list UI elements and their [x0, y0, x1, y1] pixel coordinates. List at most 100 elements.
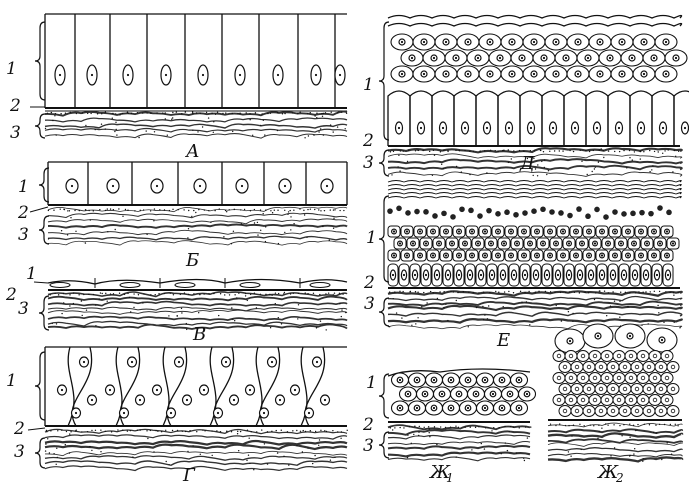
fiber-dot — [307, 447, 309, 449]
fiber-dot — [297, 304, 300, 306]
basement-stipple — [503, 149, 505, 151]
panel-d-columnar-cell — [497, 90, 521, 146]
basement-stipple — [538, 290, 540, 293]
basement-stipple — [54, 292, 56, 294]
basement-stipple — [304, 292, 306, 294]
basement-stipple — [623, 149, 625, 152]
basement-stipple — [332, 430, 334, 432]
basement-stipple — [286, 431, 289, 433]
fiber-dot — [61, 312, 63, 315]
basement-stipple — [439, 291, 441, 293]
fiber-dot — [55, 134, 57, 136]
nucleolus — [432, 406, 436, 410]
panel-j2-cell — [618, 383, 632, 395]
nucleolus — [529, 126, 533, 130]
fiber-dot — [594, 166, 596, 168]
panel-j2-nucleus — [652, 375, 658, 381]
nucleolus — [185, 398, 189, 402]
nucleolus — [126, 73, 130, 77]
nucleolus — [642, 72, 646, 76]
fiber-dot — [262, 119, 264, 122]
panel-e-granule — [576, 206, 582, 212]
panel-j2-subscript: 2 — [615, 471, 624, 485]
nucleolus — [683, 126, 687, 130]
nucleolus — [600, 273, 604, 277]
panel-j1-surface-line — [387, 368, 531, 377]
basement-stipple — [612, 291, 614, 293]
basement-stipple — [469, 426, 471, 428]
panel-j2-nucleus — [658, 386, 664, 392]
panel-j2-cell — [666, 383, 680, 395]
panel-j2-nucleus — [610, 386, 616, 392]
fiber-dot — [115, 128, 117, 131]
panel-j2-nucleus — [646, 364, 652, 370]
basement-stipple — [199, 293, 201, 296]
basement-stipple — [583, 425, 585, 427]
panel-v-nucleus — [309, 281, 331, 289]
nucleolus — [642, 40, 646, 44]
fiber-dot — [521, 301, 523, 303]
basement-stipple — [74, 209, 76, 212]
panel-g-cell-border — [255, 346, 263, 427]
panel-j2-nucleus — [616, 375, 622, 381]
nucleolus — [314, 73, 318, 77]
fiber-dot — [670, 453, 673, 455]
fiber-dot — [416, 149, 418, 151]
basement-stipple — [146, 430, 148, 432]
panel-j2-cell — [630, 383, 644, 395]
basement-stipple — [214, 209, 216, 212]
nucleolus — [620, 40, 624, 44]
nucleolus — [108, 388, 112, 392]
fiber-dot — [192, 445, 194, 447]
basement-stipple — [614, 150, 616, 153]
fiber-dot — [283, 291, 286, 294]
fiber-dot — [600, 148, 602, 150]
nucleolus — [586, 56, 590, 60]
fiber-dot — [153, 220, 155, 222]
fiber-dot — [296, 445, 298, 447]
basement-stipple — [228, 294, 231, 296]
fiber-dot — [287, 213, 289, 215]
basement-stipple — [250, 430, 252, 433]
nucleolus — [474, 392, 478, 396]
panel-g-cell-border — [119, 346, 141, 427]
basement-stipple — [337, 112, 339, 114]
basement-stipple — [69, 294, 71, 296]
basement-stipple — [293, 209, 295, 211]
nucleolus — [545, 273, 549, 277]
nucleolus — [323, 398, 327, 402]
fiber — [44, 123, 348, 129]
panel-j2-cell — [594, 405, 608, 417]
nucleolus — [574, 230, 578, 233]
basement-stipple — [143, 293, 145, 295]
basement-stipple — [289, 293, 292, 295]
nucleolus — [613, 254, 617, 257]
fiber — [44, 133, 348, 139]
panel-j2-cell — [588, 350, 602, 362]
fiber-dot — [397, 166, 399, 168]
basement-stipple — [99, 292, 102, 294]
panel-j2-cell — [588, 372, 602, 384]
basement-stipple — [274, 292, 277, 294]
panel-g-cell-border — [209, 346, 217, 427]
panel-j2-cell — [624, 372, 638, 384]
nucleolus — [580, 242, 584, 245]
basement-stipple — [146, 112, 148, 114]
panel-e-granule — [486, 207, 492, 214]
nucleolus — [450, 242, 454, 245]
nucleolus — [201, 73, 205, 77]
fiber-dot — [488, 305, 490, 307]
basement-stipple — [342, 293, 344, 295]
basement-stipple — [677, 291, 679, 294]
nucleolus — [489, 242, 493, 245]
panel-j2-nucleus — [574, 408, 580, 414]
basement-stipple — [624, 291, 627, 294]
nucleolus — [567, 242, 571, 245]
nucleolus — [664, 40, 668, 44]
fiber-dot — [428, 428, 430, 430]
nucleolus — [90, 73, 94, 77]
basement-stipple — [96, 113, 99, 115]
nucleolus — [138, 398, 142, 402]
basement-stipple — [228, 209, 230, 211]
basement-stipple — [205, 111, 208, 114]
